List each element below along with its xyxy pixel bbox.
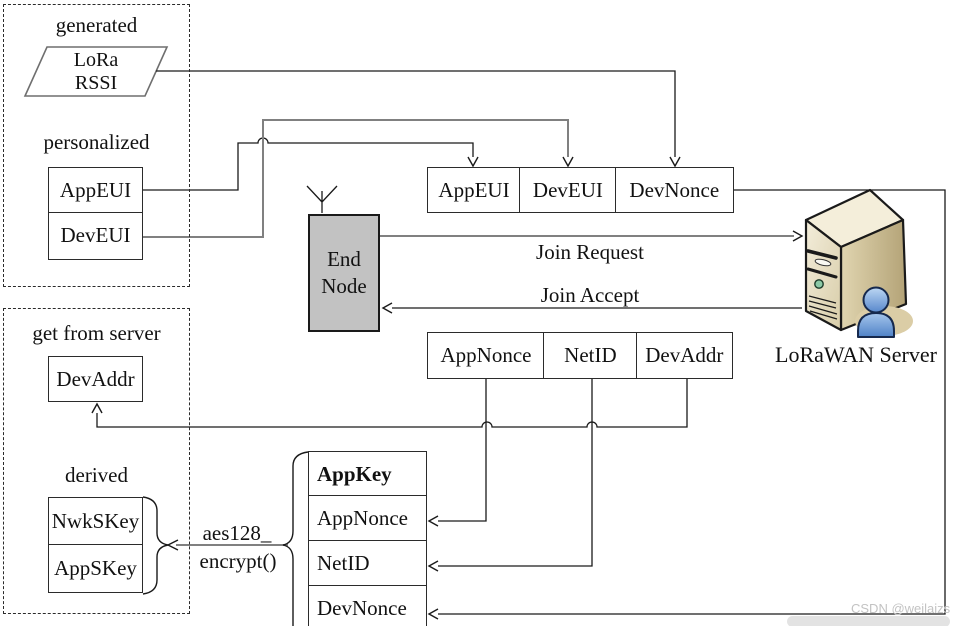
rssi-line: RSSI [74,72,118,94]
arrowheads [91,156,804,620]
personalized-appeui-box: AppEUI [48,167,143,213]
server-label: LoRaWAN Server [775,342,937,367]
line-deveui-to-joinrequest-field [143,119,569,238]
appskey-box: AppSKey [48,543,143,593]
arrow-into-devnonce-row [427,608,439,620]
generated-label: generated [55,13,138,37]
line-devnonce-to-appkey-table [438,189,946,615]
aes-label-line1: aes128_ [202,521,272,545]
arrow-into-deveui-field [562,156,574,168]
end-node-line2: Node [321,274,367,298]
end-node-box: End Node [308,214,380,332]
generated-group-frame [3,4,190,287]
join-accept-fields-row: AppNonce NetID DevAddr [427,332,733,379]
line-lora-to-devnonce [156,70,676,157]
appkey-row-appnonce: AppNonce [308,495,427,542]
server-disk-slot [814,258,832,267]
brace-derived-keys [142,496,169,595]
line-netid-to-table [438,379,593,567]
derived-label: derived [65,463,128,487]
join-accept-label: Join Accept [540,283,640,307]
lora-rssi-parallelogram [23,46,169,97]
server-drive-slot [806,249,838,260]
watermark-bar [787,616,950,626]
line-appnonce-to-table [438,379,487,522]
aes-label-line2: encrypt() [199,549,277,573]
devaddr-stored-box: DevAddr [48,356,143,402]
server-drive-slot-2 [806,267,838,279]
line-appeui-to-joinrequest-field [143,137,474,191]
get-from-server-label: get from server [32,321,161,345]
join-request-fields-row: AppEUI DevEUI DevNonce [427,167,734,213]
arrow-join-request [792,230,804,242]
server-icon [804,188,913,338]
get-from-server-frame [3,308,190,614]
arrow-into-devaddr-box [91,402,103,414]
server-vents [808,295,838,320]
field-appeui: AppEUI [427,167,521,213]
appkey-row-devnonce: DevNonce [308,585,427,626]
arrow-into-netid-row [427,560,439,572]
nwkskey-box: NwkSKey [48,497,143,545]
end-node-line1: End [327,247,361,271]
arrow-join-accept [381,302,393,314]
field-devnonce: DevNonce [614,167,734,213]
lora-line: LoRa [73,49,119,71]
antenna-icon [306,185,338,213]
join-request-label: Join Request [536,240,644,264]
brace-appkey-table [282,451,309,626]
appkey-row-netid: NetID [308,539,427,587]
watermark-text: CSDN @weilaizs [851,601,951,616]
field-netid: NetID [543,332,638,379]
appkey-table: AppKey AppNonce NetID DevNonce [308,451,427,626]
field-deveui: DevEUI [519,167,617,213]
arrow-into-devnonce-field [669,156,681,168]
field-appnonce: AppNonce [427,332,545,379]
server-led [814,279,824,289]
line-devaddr-return [96,379,688,428]
field-devaddr: DevAddr [635,332,733,379]
arrow-into-appeui-field [467,156,479,168]
person-body [857,312,895,338]
personalized-deveui-box: DevEUI [48,211,143,260]
arrow-into-appnonce-row [427,515,439,527]
lora-rssi-text: LoRa RSSI [25,48,167,96]
appkey-header-cell: AppKey [308,451,427,497]
personalized-label: personalized [43,130,150,154]
person-head [862,286,890,314]
